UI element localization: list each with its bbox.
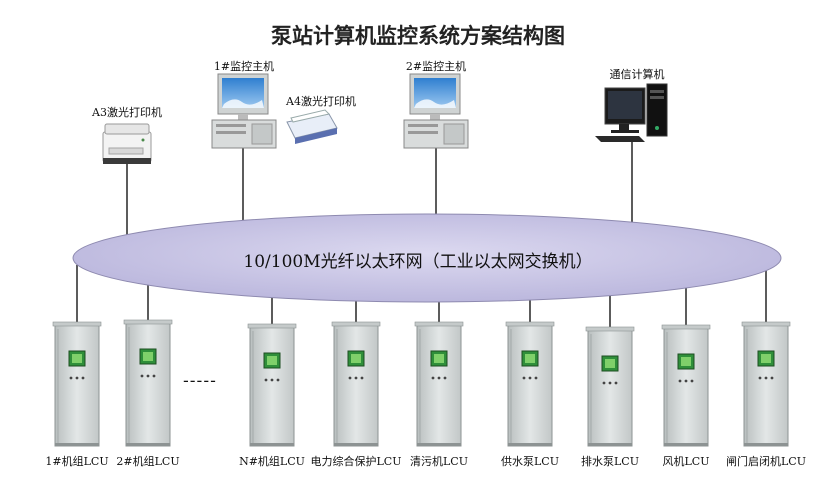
lcu-label: 风机LCU	[662, 455, 710, 468]
host2-computer-icon	[403, 73, 469, 149]
lcu-cabinet-icon	[331, 321, 381, 447]
more-units-ellipsis: -----	[183, 371, 217, 390]
a4-printer-label: A4激光打印机	[286, 95, 356, 108]
a3-printer-icon	[102, 123, 152, 164]
lcu-label: 1#机组LCU	[45, 455, 109, 468]
lcu-cabinet-icon	[505, 321, 555, 447]
a3-printer-label: A3激光打印机	[92, 106, 162, 119]
lcu-cabinet-icon	[52, 321, 102, 447]
lcu-cabinet-icon	[123, 319, 173, 447]
host1-computer-icon	[211, 73, 277, 149]
lcu-label: 电力综合保护LCU	[310, 455, 402, 468]
lcu-label: 清污机LCU	[410, 455, 468, 468]
lcu-label: 2#机组LCU	[116, 455, 180, 468]
lcu-cabinets	[52, 319, 791, 447]
lcu-cabinet-icon	[585, 326, 635, 447]
lcu-label: 供水泵LCU	[501, 455, 559, 468]
lcu-cabinet-icon	[414, 321, 464, 447]
lcu-label: N#机组LCU	[239, 455, 305, 468]
lcu-label: 排水泵LCU	[581, 455, 639, 468]
comm-computer-icon	[595, 83, 668, 142]
host1-label: 1#监控主机	[213, 60, 275, 73]
a4-printer-icon	[286, 109, 338, 144]
lcu-cabinet-icon	[741, 321, 791, 447]
lcu-cabinet-icon	[661, 324, 711, 447]
network-ring	[72, 213, 782, 303]
page-title: 泵站计算机监控系统方案结构图	[271, 24, 565, 48]
host2-label: 2#监控主机	[405, 60, 467, 73]
lcu-label: 闸门启闭机LCU	[726, 455, 806, 468]
comm-pc-label: 通信计算机	[609, 68, 665, 81]
lcu-cabinet-icon	[247, 323, 297, 447]
network-label: 10/100M光纤以太环网（工业以太网交换机）	[243, 252, 593, 272]
